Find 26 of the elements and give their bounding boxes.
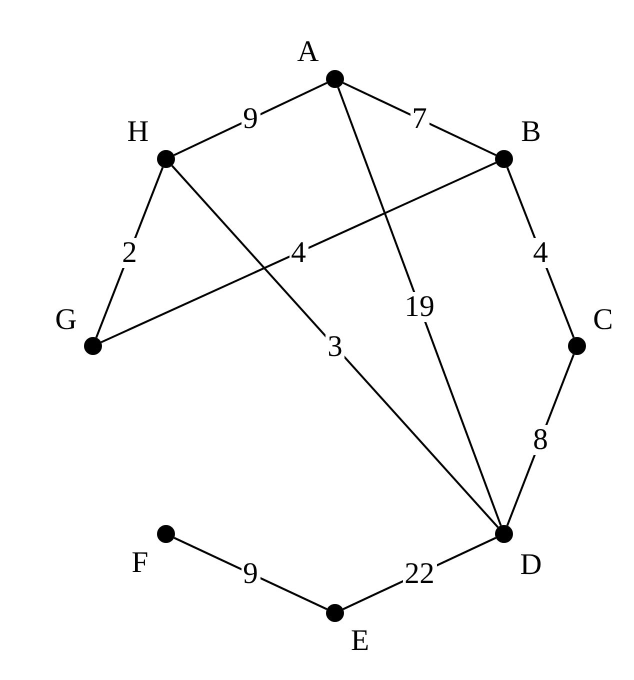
edge-weight-label: 3 (326, 332, 344, 362)
vertex-label: A (297, 37, 319, 67)
edge-line (337, 87, 502, 526)
edge-weight-label: 4 (531, 238, 550, 268)
edge-line (100, 162, 496, 344)
edge-weight-label: 8 (531, 425, 550, 455)
vertex-dot (326, 70, 344, 88)
edge-line (174, 82, 328, 156)
vertex-label: F (132, 548, 148, 578)
vertex-label: E (350, 626, 370, 656)
vertex-label: G (55, 305, 77, 335)
edge-line (171, 165, 499, 528)
vertex-label: D (520, 550, 542, 580)
vertex-dot (157, 150, 175, 168)
edge-line (174, 536, 328, 610)
vertex-dot (326, 604, 344, 622)
edge-line (342, 82, 496, 156)
vertex-label: H (127, 117, 149, 147)
vertex-dot (84, 337, 102, 355)
vertex-dot (568, 337, 586, 355)
vertex-label: B (521, 117, 541, 147)
edge-weight-label: 2 (120, 238, 139, 268)
vertex-label: C (593, 305, 613, 335)
vertex-dot (495, 525, 513, 543)
vertex-dot (157, 525, 175, 543)
vertex-dot (495, 150, 513, 168)
